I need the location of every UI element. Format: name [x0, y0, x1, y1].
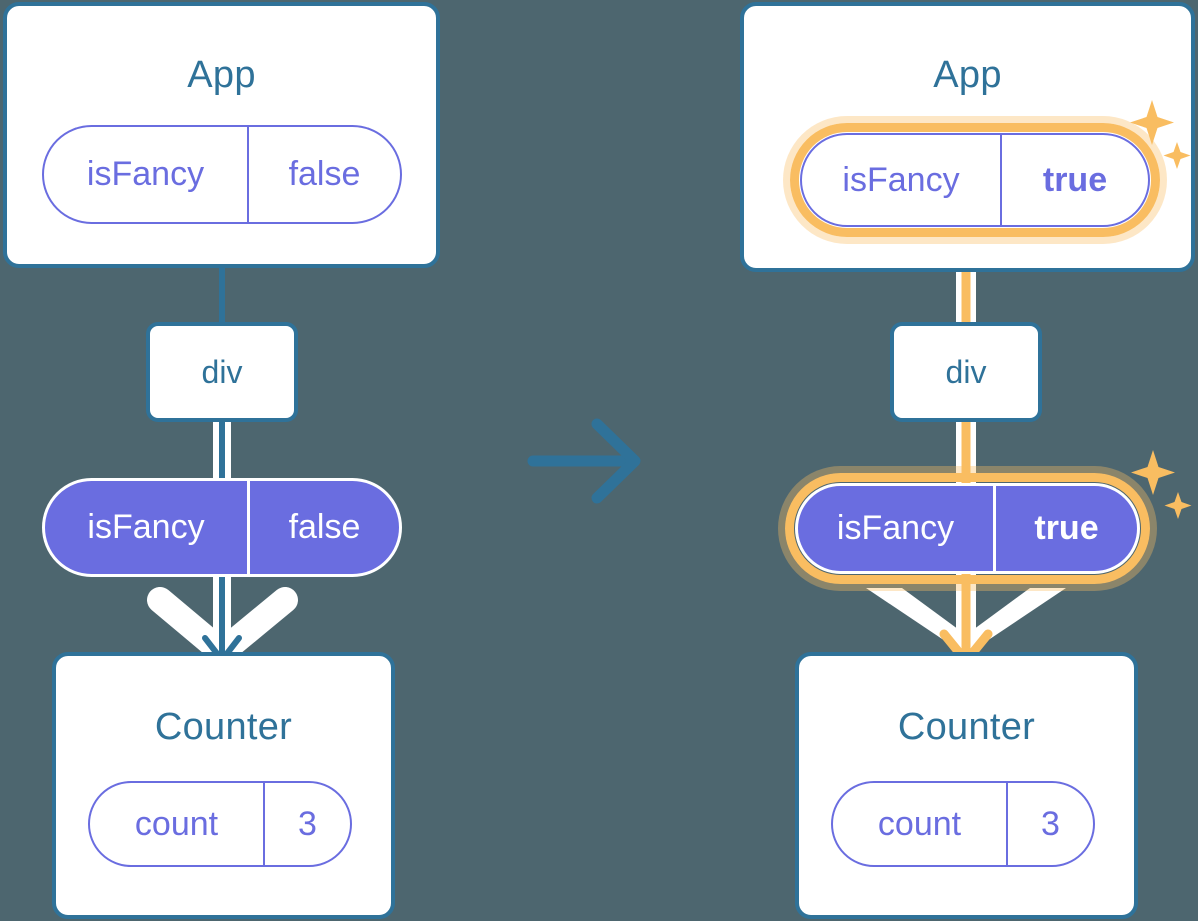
- prop-key-after: isFancy: [798, 486, 996, 571]
- counter-title-after: Counter: [897, 706, 1036, 748]
- app-state-value-after: true: [1042, 160, 1108, 199]
- div-tag-label-before: div: [201, 353, 243, 390]
- prop-pill-before[interactable]: isFancy false: [42, 478, 402, 577]
- app-title-after: App: [933, 54, 1002, 96]
- counter-state-pill-before[interactable]: count 3: [88, 781, 352, 867]
- app-state-pill-after[interactable]: isFancy true: [800, 133, 1150, 227]
- div-tag-label-after: div: [945, 353, 987, 390]
- app-state-pill-before[interactable]: isFancy false: [42, 125, 402, 224]
- app-title-before: App: [187, 54, 256, 96]
- transition-arrow-icon: [527, 418, 641, 504]
- app-state-key-before: isFancy: [44, 127, 249, 222]
- counter-state-pill-after[interactable]: count 3: [831, 781, 1095, 867]
- counter-state-key-before: count: [90, 783, 265, 865]
- div-tag-box-after: div: [890, 322, 1042, 422]
- prop-value-after: true: [1034, 509, 1099, 547]
- counter-state-value-before: 3: [298, 804, 317, 843]
- app-state-value-before: false: [288, 155, 361, 193]
- prop-value-before: false: [288, 508, 361, 546]
- counter-state-key-after: count: [833, 783, 1008, 865]
- prop-pill-after[interactable]: isFancy true: [795, 483, 1140, 574]
- app-state-key-after: isFancy: [802, 135, 1002, 225]
- div-tag-box-before: div: [146, 322, 298, 422]
- prop-key-before: isFancy: [45, 481, 250, 574]
- prop-flow-wings-after: [866, 588, 1066, 655]
- counter-state-value-after: 3: [1041, 804, 1060, 843]
- counter-title-before: Counter: [154, 706, 293, 748]
